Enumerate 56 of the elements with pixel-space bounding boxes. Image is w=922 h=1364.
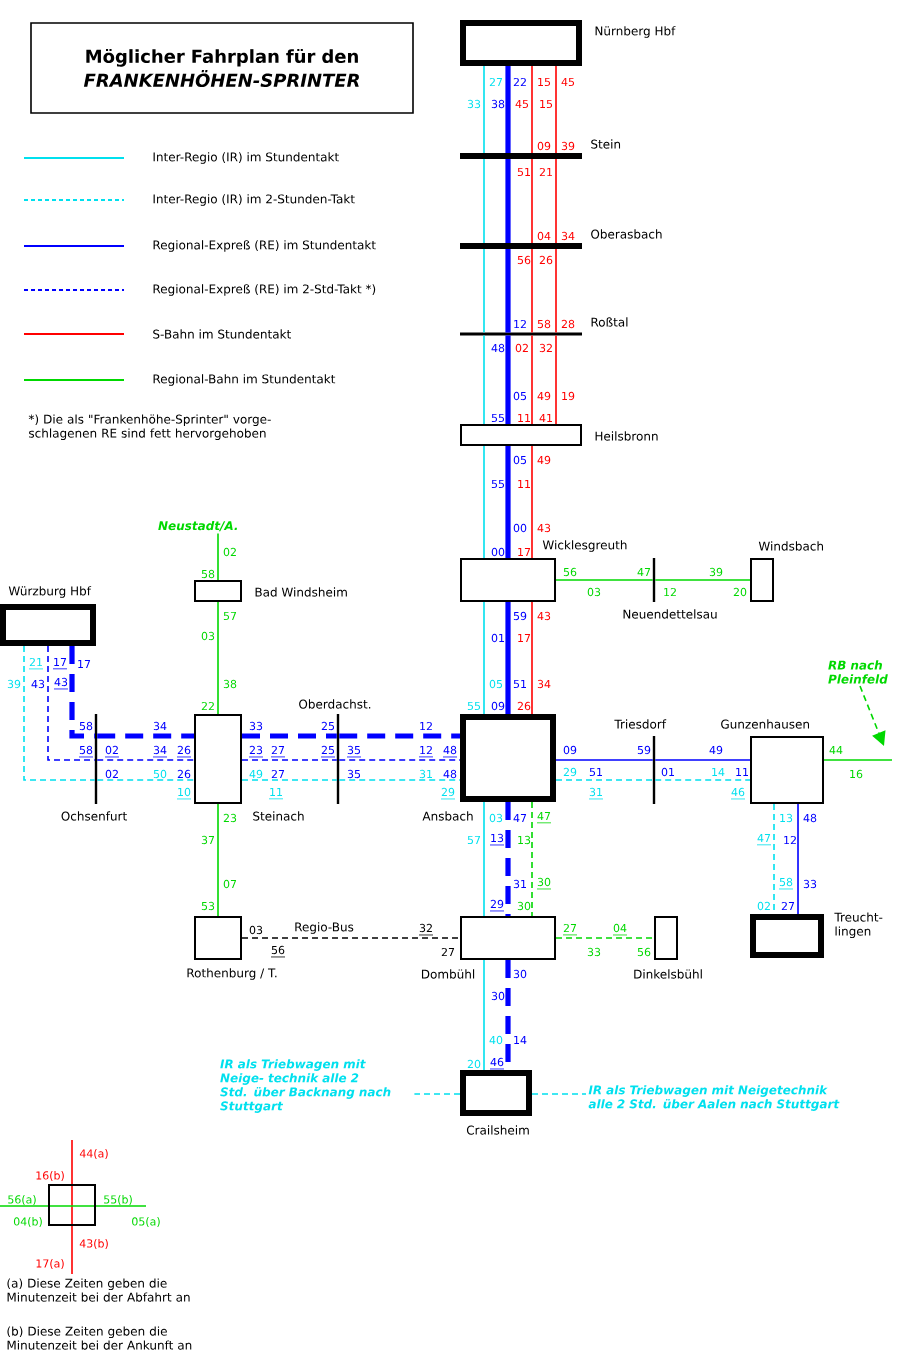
route-line — [823, 759, 893, 761]
route-line — [483, 601, 485, 715]
route-line — [96, 779, 195, 781]
route-line — [531, 334, 533, 425]
route-line — [654, 779, 751, 781]
route-line — [555, 334, 557, 425]
route-line — [505, 159, 511, 243]
route-line — [505, 66, 511, 153]
route-line — [338, 779, 461, 781]
route-line — [483, 158, 485, 244]
route-line — [797, 803, 799, 915]
route-line — [555, 779, 654, 781]
arrow — [859, 685, 886, 746]
route-line — [217, 532, 219, 581]
route-line — [654, 579, 751, 581]
route-line — [505, 249, 511, 333]
route-line — [555, 759, 654, 761]
route-line — [531, 801, 533, 917]
route-line — [338, 759, 461, 761]
route-line — [555, 65, 557, 154]
route-line — [531, 445, 533, 559]
route-line — [483, 248, 485, 334]
route-line — [47, 645, 96, 761]
route-line — [483, 65, 485, 154]
route-line — [413, 1093, 461, 1095]
route-line — [483, 959, 485, 1071]
route-line — [69, 646, 95, 739]
route-line — [96, 759, 195, 761]
route-line — [242, 733, 337, 739]
route-line — [97, 733, 194, 739]
route-line — [555, 248, 557, 334]
title-box: Möglicher Fahrplan für den FRANKENHÖHEN-SPRINTER — [30, 22, 414, 114]
route-line — [483, 801, 485, 917]
route-line — [23, 645, 96, 781]
route-line — [241, 779, 338, 781]
route-line — [555, 937, 655, 939]
route-line — [531, 248, 533, 334]
route-line — [654, 759, 751, 761]
route-line — [555, 158, 557, 244]
route-line — [505, 802, 511, 916]
route-line — [555, 579, 654, 581]
route-line — [483, 334, 485, 425]
route-line — [505, 335, 511, 424]
route-line — [217, 601, 219, 715]
route-line — [217, 803, 219, 917]
route-line — [531, 601, 533, 715]
route-line — [531, 158, 533, 244]
route-line — [773, 803, 775, 915]
route-line — [531, 1093, 587, 1095]
route-line — [505, 446, 511, 558]
route-line — [531, 65, 533, 154]
route-line — [339, 733, 460, 739]
route-line — [241, 759, 338, 761]
route-line — [241, 937, 461, 939]
route-line — [483, 445, 485, 559]
route-line — [505, 602, 511, 714]
